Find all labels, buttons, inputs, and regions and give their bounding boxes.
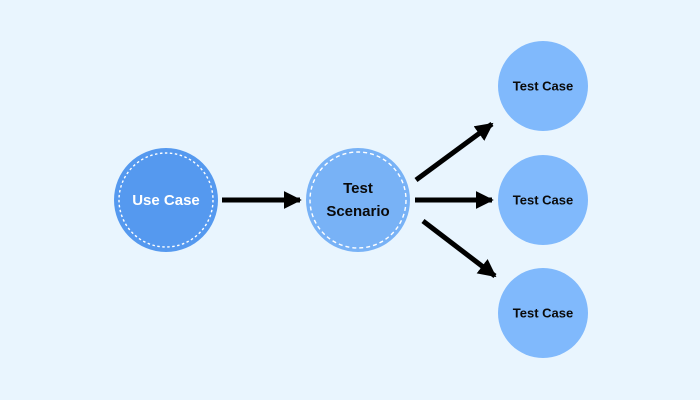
test-scenario-dashed-ring [309,151,407,249]
use-case-label: Use Case [132,192,200,209]
arrow-scenario-to-test-case-1 [414,121,494,183]
use-case-node: Use Case [114,148,218,252]
test-scenario-label-line2: Scenario [326,203,389,220]
test-case-node-1: Test Case [498,41,588,131]
arrow-scenario-to-test-case-3 [421,219,497,278]
test-case-label-1: Test Case [513,78,573,93]
test-scenario-node: Test Scenario [306,148,410,252]
test-case-node-3: Test Case [498,268,588,358]
test-case-node-2: Test Case [498,155,588,245]
test-scenario-label-line1: Test [343,180,373,197]
test-case-label-2: Test Case [513,192,573,207]
test-case-label-3: Test Case [513,305,573,320]
use-case-dashed-ring [118,152,214,248]
